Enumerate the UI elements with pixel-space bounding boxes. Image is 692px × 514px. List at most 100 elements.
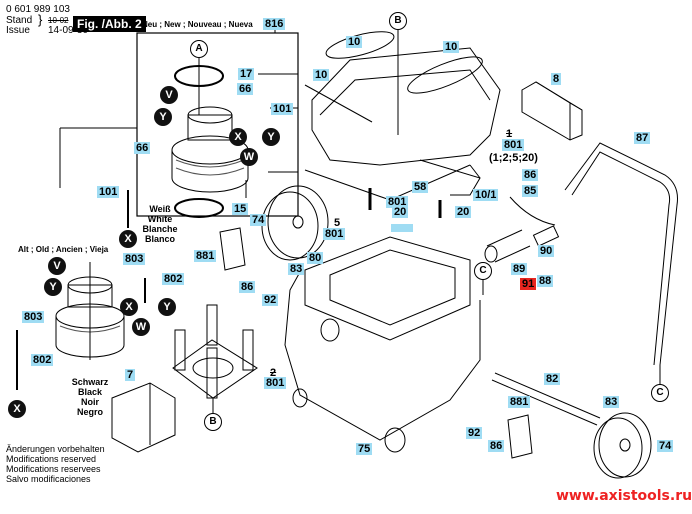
color-note-black: Schwarz Black Noir Negro (66, 377, 114, 417)
ref-circle-c-left: C (474, 262, 492, 280)
part-label-101-new-left[interactable]: 101 (97, 186, 120, 198)
color-note-black-en: Black (77, 387, 103, 397)
flap-left (219, 227, 246, 271)
wheel-left (261, 185, 329, 261)
color-note-white-es: Blanco (144, 234, 175, 244)
footer-note-en: Modifications reserved (6, 454, 97, 464)
part-label-801-set[interactable]: 801 (502, 139, 525, 151)
part-label-58[interactable]: 58 (412, 181, 429, 193)
color-note-black-de: Schwarz (71, 377, 109, 387)
flap-right (507, 414, 533, 459)
castor-base (172, 304, 258, 418)
part-label-10-right[interactable]: 10 (443, 41, 460, 53)
color-note-white: Weiß White Blanche Blanco (138, 204, 182, 244)
stand-label: Stand (6, 15, 33, 26)
part-label-802-old-top[interactable]: 802 (162, 273, 185, 285)
color-note-white-de: Weiß (149, 204, 171, 214)
wire-bubble-x-old: X (120, 298, 138, 316)
part-label-881-left[interactable]: 881 (194, 250, 217, 262)
wire-bubble-w-old: W (132, 318, 150, 336)
part-label-66-new-left[interactable]: 66 (134, 142, 151, 154)
part-label-5: 5 (334, 217, 341, 229)
part-label-86-right[interactable]: 86 (488, 440, 505, 452)
footer-note-es: Salvo modificaciones (6, 474, 91, 484)
part-label-20-right[interactable]: 20 (455, 206, 472, 218)
part-label-83-left[interactable]: 83 (288, 263, 305, 275)
container (284, 236, 481, 453)
watermark-url[interactable]: www.axistools.ru (556, 488, 692, 504)
part-label-10-top[interactable]: 10 (346, 36, 363, 48)
part-label-89[interactable]: 89 (511, 263, 528, 275)
wire-bubble-v-old: V (48, 257, 66, 275)
lid (304, 28, 501, 201)
ref-circle-a: A (190, 40, 208, 58)
handle (564, 142, 678, 366)
part-label-7[interactable]: 7 (125, 369, 136, 381)
color-note-black-fr: Noir (81, 397, 99, 407)
part-label-90[interactable]: 90 (538, 245, 555, 257)
part-label-801-bracket[interactable]: 801 (323, 228, 346, 240)
wire-bubble-y-old-2: Y (158, 298, 176, 316)
part-label-66-new-top[interactable]: 66 (237, 83, 254, 95)
part-label-85[interactable]: 85 (522, 185, 539, 197)
filter-box (521, 81, 583, 141)
wire-bubble-x-new-2: X (119, 230, 137, 248)
part-label-92-right[interactable]: 92 (466, 427, 483, 439)
part-label-802-old-left[interactable]: 802 (31, 354, 54, 366)
footer-note-fr: Modifications reservees (6, 464, 101, 474)
footer-notes: Änderungen vorbehalten Modifications res… (6, 444, 105, 484)
part-label-801-base[interactable]: 801 (264, 377, 287, 389)
figure-label: Fig. /Abb. 2 (73, 16, 146, 32)
part-label-86-top[interactable]: 86 (522, 169, 539, 181)
color-note-white-en: White (147, 214, 173, 224)
color-note-white-fr: Blanche (142, 224, 178, 234)
part-label-801-screw[interactable]: 801 (386, 196, 409, 208)
tube (484, 229, 531, 263)
part-label-74-left[interactable]: 74 (250, 214, 267, 226)
part-label-92-left[interactable]: 92 (262, 294, 279, 306)
part-label-20-left[interactable]: 20 (392, 206, 409, 218)
part-label-10-left[interactable]: 10 (313, 69, 330, 81)
wire-bubble-v-new: V (160, 86, 178, 104)
part-label-101-new-top[interactable]: 101 (271, 103, 294, 115)
color-note-black-es: Negro (76, 407, 103, 417)
part-label-17[interactable]: 17 (238, 68, 255, 80)
seal (419, 159, 481, 196)
part-label-87[interactable]: 87 (634, 132, 651, 144)
brace-icon: } (38, 12, 43, 27)
part-label-881-right[interactable]: 881 (508, 396, 531, 408)
part-label-75[interactable]: 75 (356, 443, 373, 455)
axle (491, 372, 601, 426)
section-old-label: Alt ; Old ; Ancien ; Vieja (18, 245, 109, 254)
wire-bubble-y-new-2: Y (262, 128, 280, 146)
issue-value: 14-09-30 (48, 25, 89, 36)
wire-bubble-x-old-2: X (8, 400, 26, 418)
part-label-10-1[interactable]: 10/1 (473, 189, 499, 201)
part-label-8[interactable]: 8 (551, 73, 562, 85)
part-label-83-right[interactable]: 83 (603, 396, 620, 408)
wire-bubble-y-old: Y (44, 278, 62, 296)
part-label-15[interactable]: 15 (232, 203, 249, 215)
part-label-816[interactable]: 816 (263, 18, 286, 30)
part-label-80[interactable]: 80 (307, 252, 324, 264)
footer-note-de: Änderungen vorbehalten (6, 444, 105, 454)
part-label-82[interactable]: 82 (544, 373, 561, 385)
issue-label: Issue (6, 25, 30, 36)
wheel-right (593, 412, 652, 479)
part-label-91-highlighted[interactable]: 91 (520, 278, 537, 290)
new-motor-group-frame (59, 28, 299, 217)
part-label-803-old-left[interactable]: 803 (22, 311, 45, 323)
wire-bubble-w-new: W (240, 148, 258, 166)
part-label-803-old-top[interactable]: 803 (123, 253, 146, 265)
stand-value: 10-02 (48, 16, 69, 25)
ref-circle-c-right: C (651, 384, 669, 402)
part-qty-801-2: 2 (270, 367, 277, 379)
part-label-88[interactable]: 88 (537, 275, 554, 287)
part-label-86-left[interactable]: 86 (239, 281, 256, 293)
wire-bubble-x-new: X (229, 128, 247, 146)
part-label-74-right[interactable]: 74 (657, 440, 674, 452)
part-qty-801-1: 1 (506, 128, 513, 140)
ref-circle-b-bottom: B (204, 413, 222, 431)
section-new-label: Neu ; New ; Nouveau ; Nueva (142, 20, 253, 29)
